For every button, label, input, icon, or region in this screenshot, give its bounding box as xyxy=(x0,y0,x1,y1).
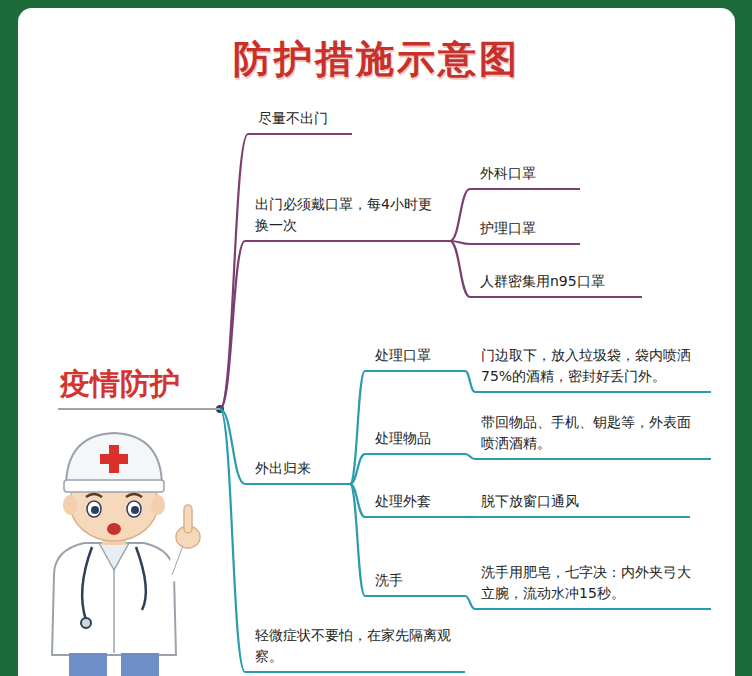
topic-branch: 出门必须戴口罩，每4小时更换一次 xyxy=(245,194,450,242)
branch-connector xyxy=(220,134,248,409)
branch-label: 人群密集用n95口罩 xyxy=(480,271,634,292)
topic-branch: 门边取下，放入垃圾袋，袋内喷洒75%的酒精，密封好丢门外。 xyxy=(475,345,711,393)
root-topic: 疫情防护 xyxy=(58,366,220,410)
branch-label: 外出归来 xyxy=(255,458,342,479)
branch-connector xyxy=(350,454,365,484)
branch-label: 外科口罩 xyxy=(480,163,572,184)
topic-branch: 外科口罩 xyxy=(470,163,580,190)
topic-branch: 处理外套 xyxy=(365,491,465,518)
branch-label: 处理物品 xyxy=(375,428,457,449)
branch-label: 出门必须戴口罩，每4小时更换一次 xyxy=(255,194,442,236)
branch-connector xyxy=(450,241,470,297)
branch-label: 门边取下，放入垃圾袋，袋内喷洒75%的酒精，密封好丢门外。 xyxy=(481,345,697,387)
branch-connector xyxy=(450,189,470,241)
branch-connector xyxy=(220,409,245,672)
topic-branch: 洗手 xyxy=(365,570,465,597)
topic-branch: 尽量不出门 xyxy=(248,108,352,135)
topic-branch: 处理物品 xyxy=(365,428,465,455)
branch-label: 洗手 xyxy=(375,570,457,591)
topic-branch: 轻微症状不要怕，在家先隔离观察。 xyxy=(245,625,465,673)
topic-branch: 带回物品、手机、钥匙等，外表面喷洒酒精。 xyxy=(475,412,711,460)
branch-connector xyxy=(465,371,475,392)
topic-branch: 人群密集用n95口罩 xyxy=(470,271,642,298)
branch-label: 轻微症状不要怕，在家先隔离观察。 xyxy=(255,625,457,667)
topic-branch: 外出归来 xyxy=(245,458,350,485)
topic-branch: 处理口罩 xyxy=(365,345,465,372)
branch-label: 带回物品、手机、钥匙等，外表面喷洒酒精。 xyxy=(481,412,697,454)
branch-connector xyxy=(465,596,475,609)
branch-connector xyxy=(350,371,365,484)
branch-label: 护理口罩 xyxy=(480,218,572,239)
diagram-title: 防护措施示意图 xyxy=(0,34,752,85)
branch-connector xyxy=(350,484,365,596)
topic-branch: 脱下放窗口通风 xyxy=(475,491,690,518)
branch-label: 处理外套 xyxy=(375,491,457,512)
branch-label: 处理口罩 xyxy=(375,345,457,366)
topic-branch: 洗手用肥皂，七字决：内外夹弓大立腕，流动水冲15秒。 xyxy=(475,562,711,610)
branch-connector xyxy=(220,241,245,409)
root-label: 疫情防护 xyxy=(60,366,216,402)
doctor-illustration xyxy=(14,425,219,676)
topic-branch: 护理口罩 xyxy=(470,218,580,245)
branch-label: 脱下放窗口通风 xyxy=(481,491,676,512)
branch-connector xyxy=(465,454,475,459)
branch-connector xyxy=(465,516,475,518)
branch-label: 洗手用肥皂，七字决：内外夹弓大立腕，流动水冲15秒。 xyxy=(481,562,697,604)
branch-label: 尽量不出门 xyxy=(258,108,344,129)
